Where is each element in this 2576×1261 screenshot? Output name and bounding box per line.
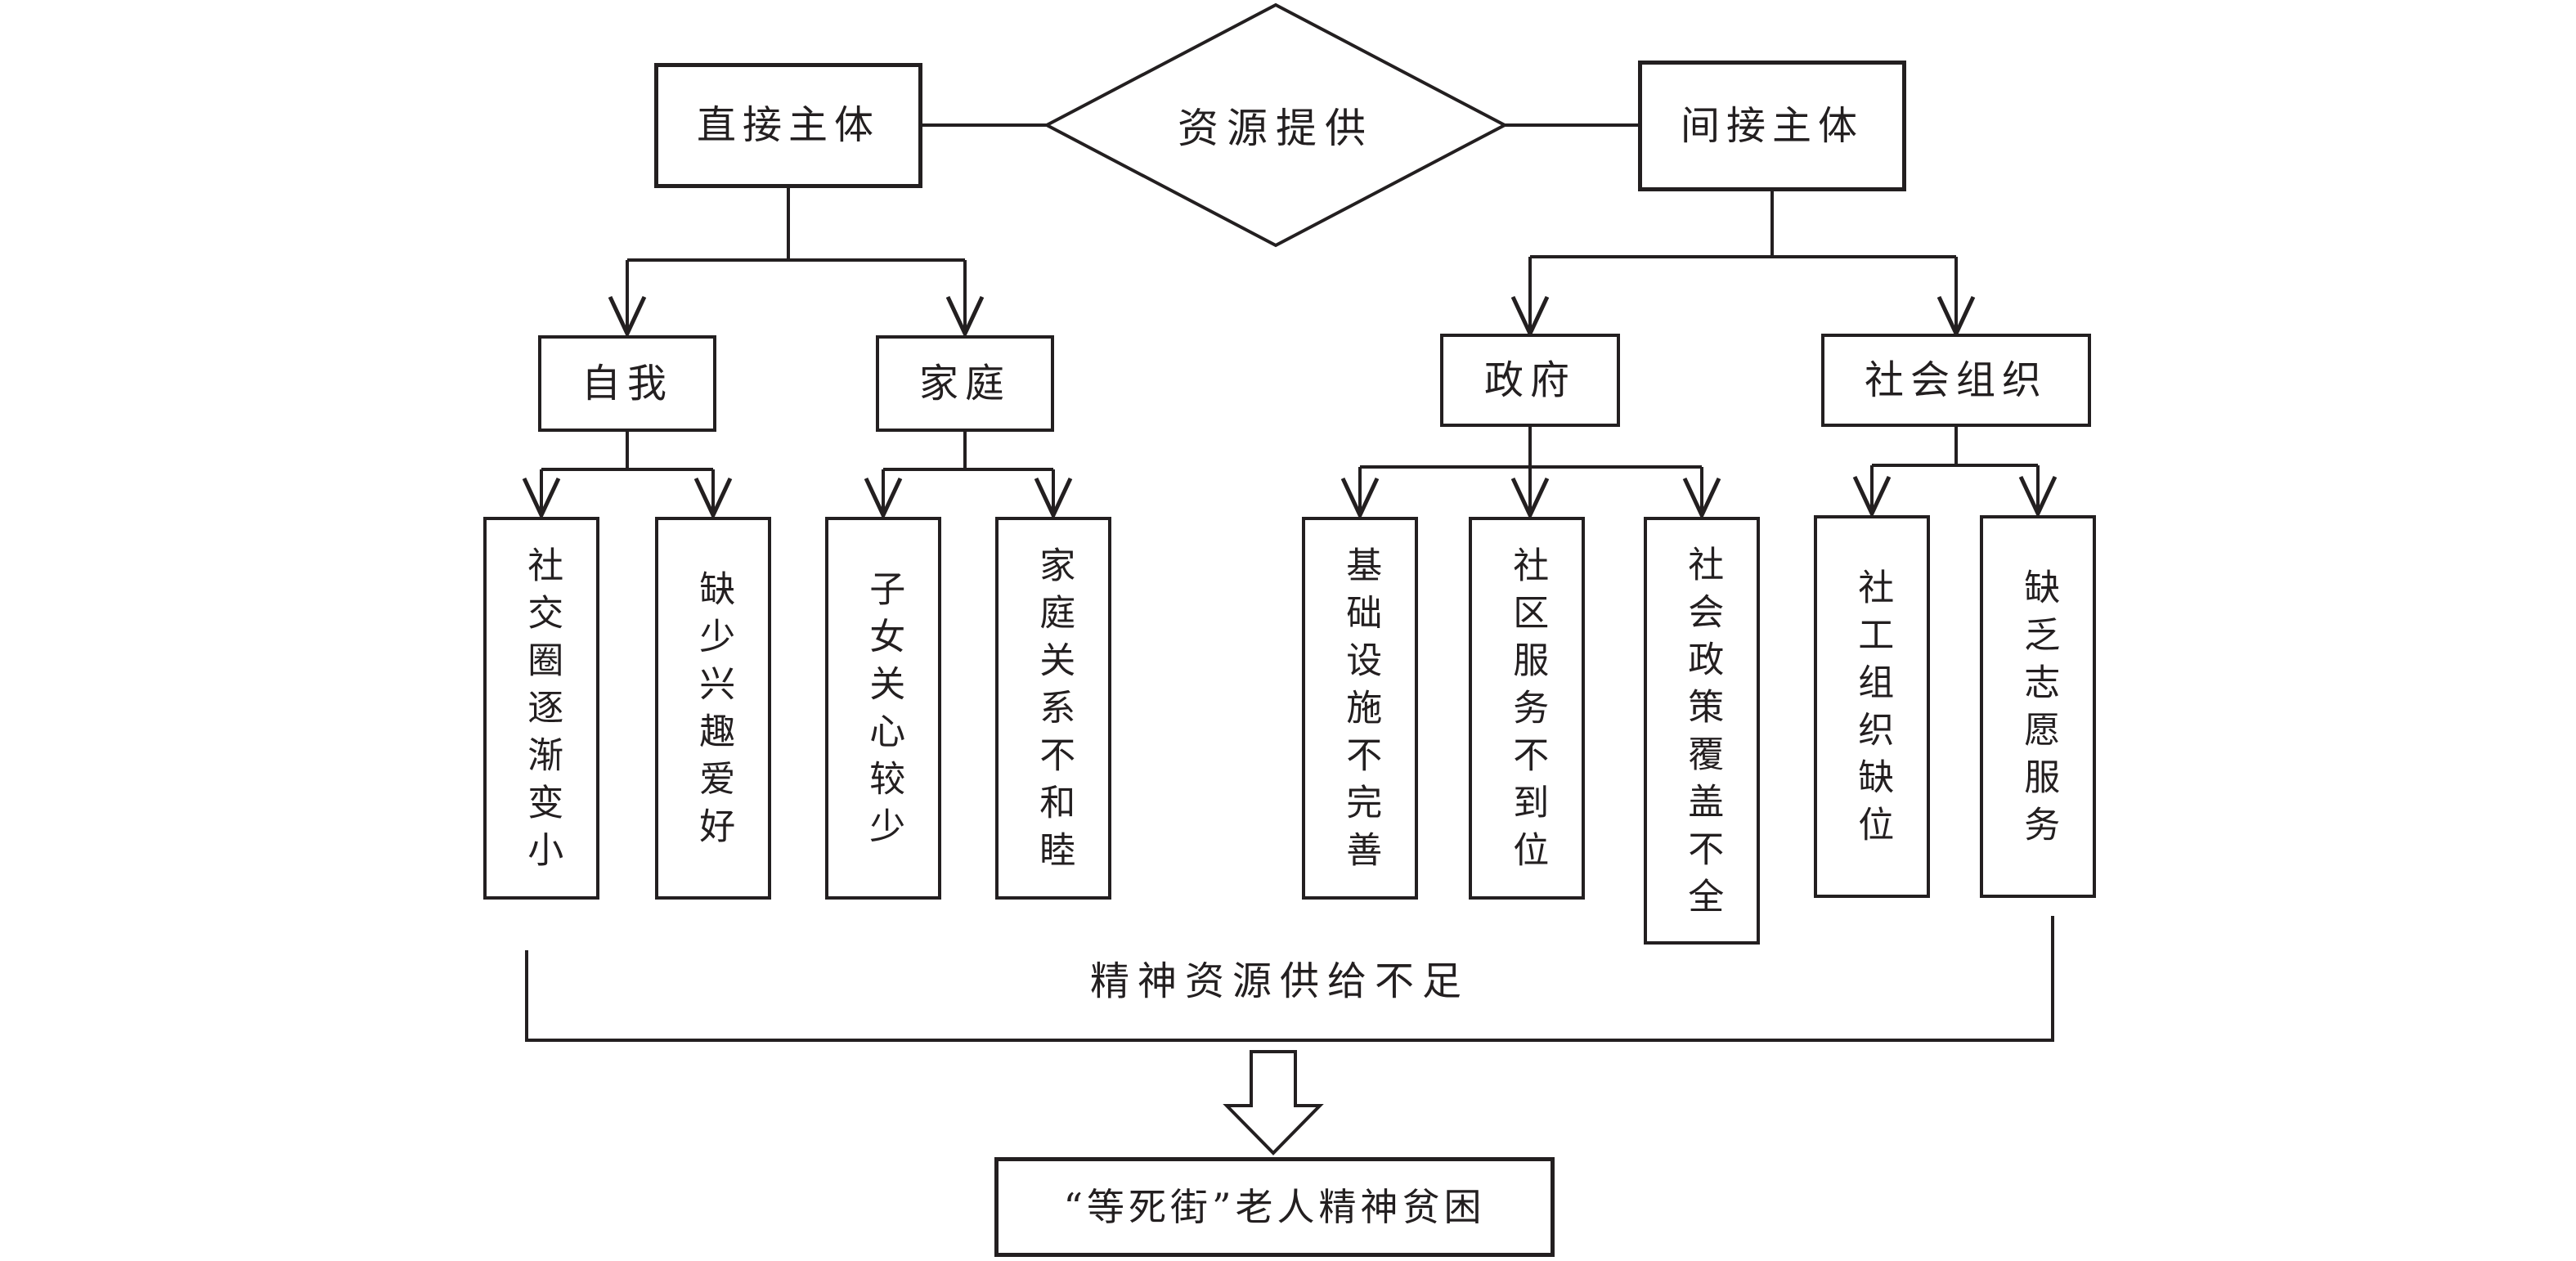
cause-box-family-discord: 家庭关系不和睦: [995, 517, 1111, 900]
arrowhead-cause-4: [1034, 477, 1073, 520]
indirect-subject-box: 间接主体: [1638, 61, 1906, 191]
arrowhead-cause-2: [693, 477, 733, 520]
arrowhead-cause-3: [864, 477, 903, 520]
arrowhead-cause-6: [1510, 477, 1550, 520]
decision-diamond-shape: [1043, 2, 1509, 248]
cause-box-community-service: 社区服务不到位: [1469, 517, 1585, 900]
category-box-self: 自我: [538, 335, 716, 432]
arrowhead-self: [608, 295, 647, 339]
cause-box-volunteer-service: 缺乏志愿服务: [1980, 515, 2096, 898]
direct-subject-box: 直接主体: [654, 63, 922, 188]
cause-box-children-care: 子女关心较少: [825, 517, 941, 900]
left-branch-connectors: [540, 123, 1055, 514]
cause-box-social-circle: 社交圈逐渐变小: [483, 517, 599, 900]
arrowhead-cause-5: [1340, 477, 1380, 520]
conclusion-box: “等死街”老人精神贫困: [994, 1157, 1555, 1257]
cause-box-no-hobbies: 缺少兴趣爱好: [655, 517, 771, 900]
category-box-social-org: 社会组织: [1821, 334, 2091, 427]
decision-diamond-label: 资源提供: [1178, 105, 1374, 152]
arrowhead-cause-8: [1852, 475, 1892, 518]
summary-label: 精神资源供给不足: [1089, 958, 1470, 1004]
cause-box-social-worker: 社工组织缺位: [1814, 515, 1930, 898]
cause-box-policy-coverage: 社会政策覆盖不全: [1644, 517, 1760, 945]
arrowhead-cause-1: [522, 477, 561, 520]
big-down-arrow: [1223, 1050, 1324, 1156]
summary-bracket: [525, 916, 2054, 1042]
arrowhead-cause-9: [2018, 475, 2058, 518]
right-branch-connectors: [1358, 123, 2040, 514]
category-box-family: 家庭: [876, 335, 1054, 432]
arrowhead-cause-7: [1682, 477, 1721, 520]
cause-box-infrastructure: 基础设施不完善: [1302, 517, 1418, 900]
arrowhead-family: [945, 295, 985, 339]
category-box-government: 政府: [1440, 334, 1620, 427]
